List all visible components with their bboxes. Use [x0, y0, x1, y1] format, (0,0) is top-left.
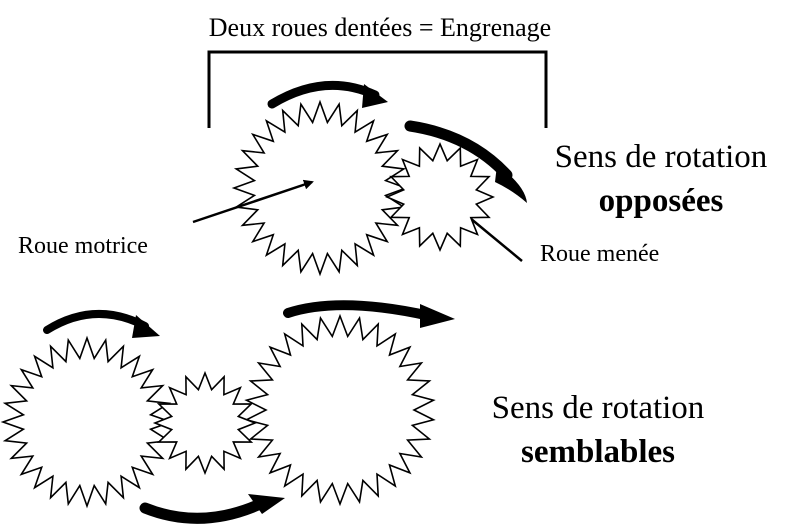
rotation-arrow-bottom-left	[43, 309, 160, 338]
bottom-caption-line1: Sens de rotation	[492, 390, 705, 426]
driver-label: Roue motrice	[18, 233, 148, 259]
gear-bottom-right-outline	[244, 313, 436, 507]
gear-top-driven	[384, 141, 496, 253]
gear-bottom-right	[244, 313, 436, 507]
top-caption-line1: Sens de rotation	[555, 139, 768, 175]
gear-bottom-left	[0, 335, 174, 509]
bracket-line	[207, 50, 548, 128]
driver-pointer-arrow	[192, 179, 314, 224]
driven-label: Roue menée	[540, 241, 659, 267]
gear-top-driven-outline	[384, 141, 496, 253]
bottom-caption-line2: semblables	[521, 434, 675, 470]
rotation-arrow-bottom	[139, 494, 285, 524]
rotation-arrow-top-left	[267, 80, 388, 109]
rotation-arrow-top-long	[283, 300, 455, 328]
diagram-title: Deux roues dentées = Engrenage	[209, 13, 551, 42]
rotation-arrow-top-right	[404, 120, 527, 203]
gear-bottom-middle-outline	[152, 370, 258, 476]
top-caption-line2: opposées	[599, 183, 724, 219]
gear-top-driver	[231, 99, 409, 277]
gear-top-driver-outline	[231, 99, 409, 277]
gear-bottom-middle	[152, 370, 258, 476]
gear-bottom-left-outline	[0, 335, 174, 509]
